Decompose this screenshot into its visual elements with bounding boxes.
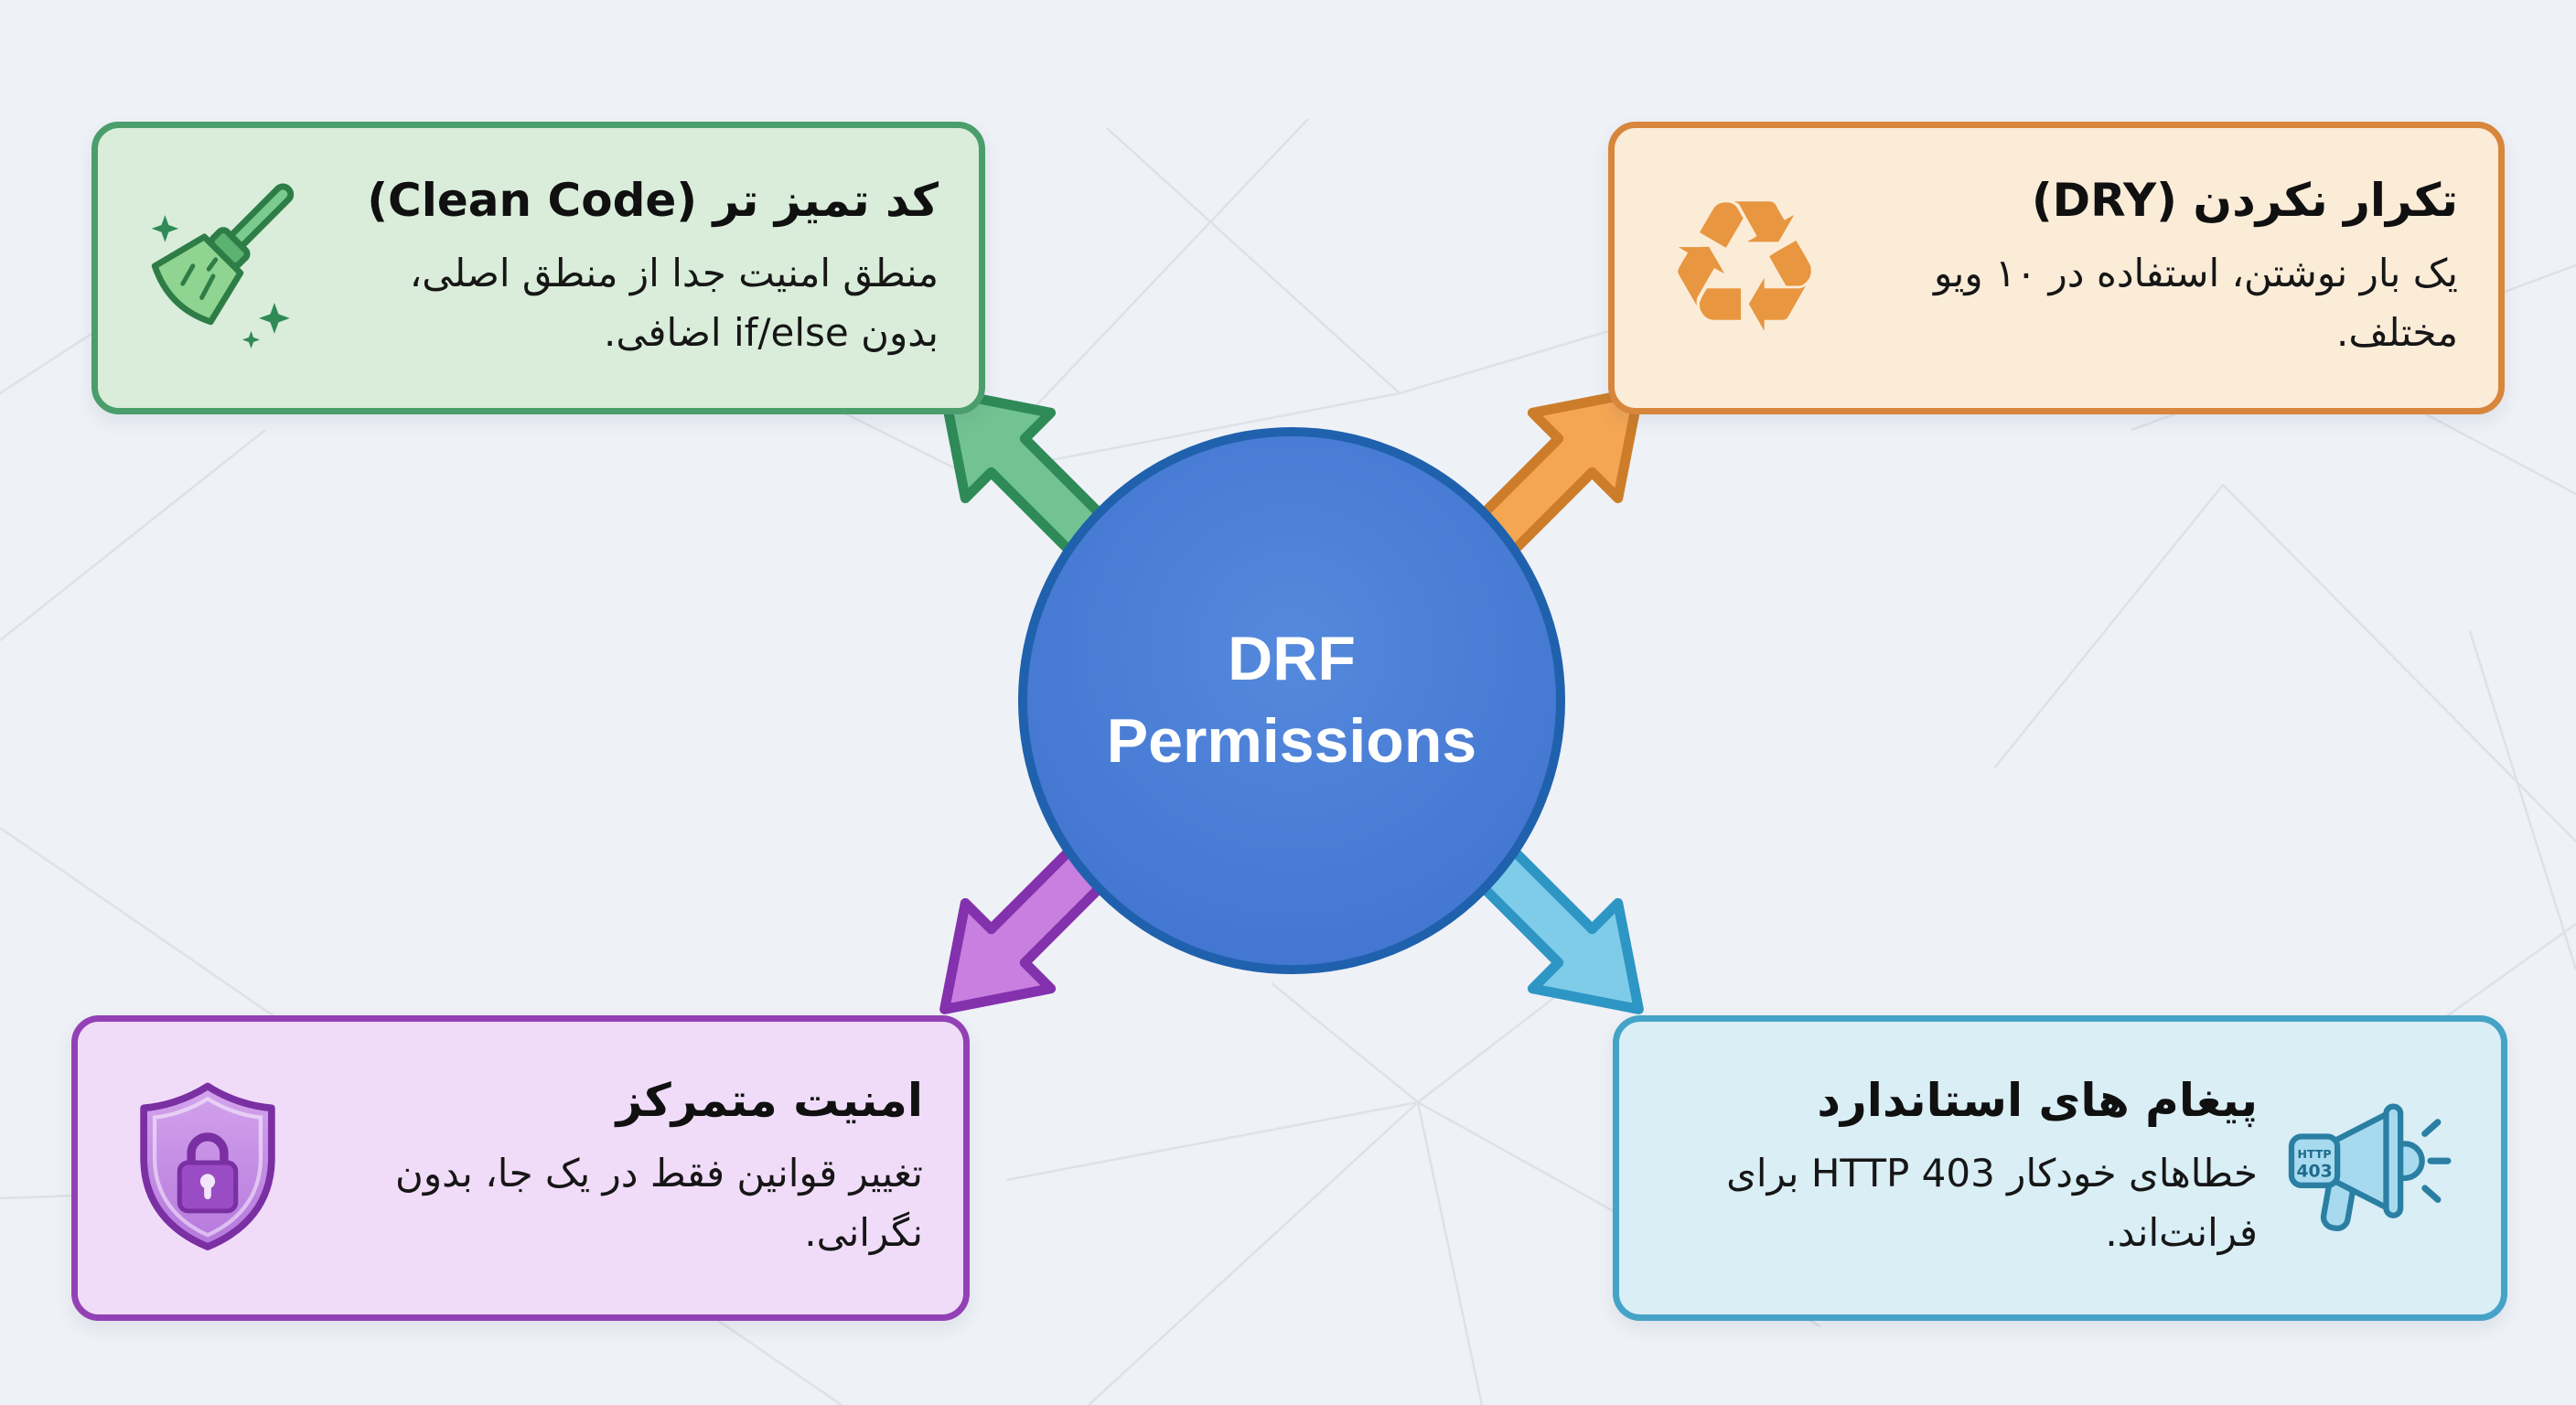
card-standard-messages-body: خطاهای خودکار HTTP 403 برای فرانت‌اند. bbox=[1726, 1150, 2258, 1255]
recycle-glyph: ♻ bbox=[1662, 161, 1827, 374]
center-node-line1: DRF bbox=[1228, 624, 1356, 694]
megaphone-badge-http: HTTP bbox=[2298, 1147, 2332, 1161]
card-clean-code: کد تمیز تر (Clean Code) منطق امنیت جدا ا… bbox=[91, 122, 985, 414]
megaphone-icon: HTTP 403 bbox=[2281, 1078, 2461, 1258]
card-dry-body: یک بار نوشتن، استفاده در ۱۰ ویو مختلف. bbox=[1933, 250, 2458, 355]
card-dry-text: تکرار نکردن (DRY) یک بار نوشتن، استفاده … bbox=[1858, 174, 2458, 362]
card-clean-code-text: کد تمیز تر (Clean Code) منطق امنیت جدا ا… bbox=[341, 174, 939, 362]
card-standard-messages-title: پیغام های استاندارد bbox=[1817, 1073, 2258, 1127]
card-standard-messages-text: پیغام های استاندارد خطاهای خودکار HTTP 4… bbox=[1659, 1074, 2258, 1262]
recycle-icon: ♻ bbox=[1655, 177, 1834, 359]
card-dry: ♻ تکرار نکردن (DRY) یک بار نوشتن، استفاد… bbox=[1608, 122, 2505, 414]
center-node-drf-permissions: DRF Permissions bbox=[1018, 427, 1565, 974]
card-dry-title: تکرار نکردن (DRY) bbox=[2031, 173, 2458, 227]
broom-icon bbox=[138, 178, 317, 358]
megaphone-badge-403: 403 bbox=[2296, 1162, 2332, 1181]
card-centralized-security: امنیت متمرکز تغییر قوانین فقط در یک جا، … bbox=[71, 1015, 970, 1321]
card-clean-code-title: کد تمیز تر (Clean Code) bbox=[367, 173, 939, 227]
shield-lock-icon bbox=[118, 1078, 297, 1258]
card-centralized-security-text: امنیت متمرکز تغییر قوانین فقط در یک جا، … bbox=[321, 1074, 923, 1262]
card-standard-messages: پیغام های استاندارد خطاهای خودکار HTTP 4… bbox=[1613, 1015, 2507, 1321]
center-node-line2: Permissions bbox=[1106, 706, 1477, 776]
card-centralized-security-title: امنیت متمرکز bbox=[616, 1073, 923, 1127]
card-centralized-security-body: تغییر قوانین فقط در یک جا، بدون نگرانی. bbox=[395, 1150, 923, 1255]
card-clean-code-body: منطق امنیت جدا از منطق اصلی، بدون if/els… bbox=[409, 250, 939, 355]
